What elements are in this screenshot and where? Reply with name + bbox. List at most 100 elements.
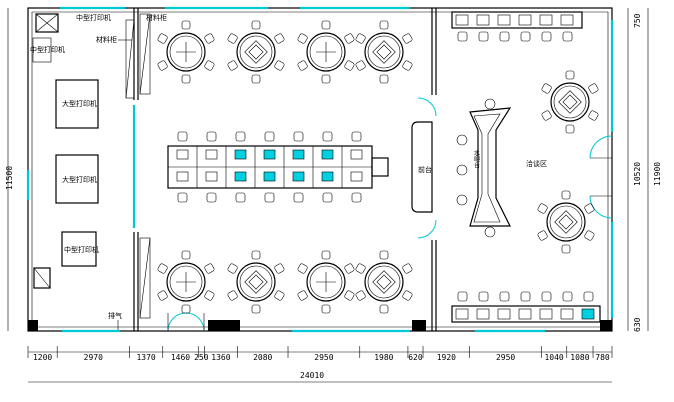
chair (344, 290, 355, 301)
chair (235, 131, 246, 142)
reception-desk (411, 121, 433, 213)
dim-bottom-segment: 2080 (253, 353, 272, 362)
monitor (292, 171, 305, 182)
chair (355, 33, 366, 44)
material-rack-1-label: 材料柜 (146, 13, 167, 22)
chair (227, 33, 238, 44)
dim-bottom-segment: 1200 (33, 353, 52, 362)
monitor (560, 308, 574, 320)
medium-printer-bottom-label: 中型打印机 (64, 245, 99, 254)
monitor (350, 149, 363, 160)
chair (541, 31, 552, 42)
monitor (205, 149, 218, 160)
chair (457, 291, 468, 302)
dim-bottom-segment: 250 (194, 353, 209, 362)
medium-printer-left-label: 中型打印机 (30, 45, 65, 54)
round-table (157, 20, 215, 84)
large-printer-2-label: 大型打印机 (62, 175, 97, 184)
monitor (539, 308, 553, 320)
monitor (476, 14, 490, 26)
monitor (263, 171, 276, 182)
chair (297, 290, 308, 301)
chair (297, 60, 308, 71)
round-table (537, 190, 595, 254)
dim-right-top: 750 (633, 13, 642, 28)
dim-right-mid-b: 11900 (653, 162, 662, 186)
chair (565, 70, 575, 80)
chair (355, 60, 366, 71)
chair (181, 74, 191, 84)
chair (251, 20, 261, 30)
chair (351, 131, 362, 142)
chair (561, 244, 571, 254)
medium-printer-top-label: 中型打印机 (76, 13, 111, 22)
chair (274, 33, 285, 44)
chair (206, 131, 217, 142)
round-table (355, 250, 413, 314)
chair (322, 192, 333, 203)
monitor (350, 171, 363, 182)
round-table (297, 250, 355, 314)
dim-bottom-segment: 2970 (84, 353, 103, 362)
chair (321, 304, 331, 314)
chair (293, 192, 304, 203)
material-racks (118, 13, 151, 319)
chair (204, 33, 215, 44)
round-table (157, 250, 215, 314)
chair (379, 304, 389, 314)
chair (274, 290, 285, 301)
monitor (263, 149, 276, 160)
material-rack-2-label: 材料柜 (96, 35, 117, 44)
chair (322, 131, 333, 142)
dim-bottom-segment: 1460 (171, 353, 190, 362)
chair (293, 131, 304, 142)
monitor (455, 14, 469, 26)
chair (584, 230, 595, 241)
monitor (581, 308, 595, 320)
bench-seating (451, 11, 601, 323)
chair (181, 20, 191, 30)
chair (520, 291, 531, 302)
monitor (518, 14, 532, 26)
chair (478, 291, 489, 302)
dim-bottom-segment: 1040 (544, 353, 563, 362)
dim-left-height: 11500 (5, 166, 14, 190)
chair (321, 20, 331, 30)
windows (26, 6, 614, 333)
monitor (539, 14, 553, 26)
dim-bottom-segment: 620 (408, 353, 423, 362)
monitor (560, 14, 574, 26)
bar-counter (456, 98, 512, 238)
chair (562, 31, 573, 42)
dim-total: 24010 (300, 371, 324, 380)
chair (355, 263, 366, 274)
monitor (497, 308, 511, 320)
dim-right-bottom: 630 (633, 317, 642, 332)
round-tables (157, 20, 599, 314)
chair (457, 31, 468, 42)
chair (344, 263, 355, 274)
chair (181, 304, 191, 314)
chair (297, 263, 308, 274)
outer-walls (27, 7, 613, 332)
chair (541, 83, 552, 94)
dim-bottom-segment: 780 (595, 353, 610, 362)
monitor (455, 308, 469, 320)
chair (402, 60, 413, 71)
long-table (167, 131, 389, 203)
chair (583, 291, 594, 302)
dim-bottom-segment: 1980 (374, 353, 393, 362)
large-printer-1-label: 大型打印机 (62, 99, 97, 108)
dim-bottom-segment: 1080 (570, 353, 589, 362)
dim-bottom-segment: 1360 (211, 353, 230, 362)
chair (177, 131, 188, 142)
chair (177, 192, 188, 203)
chair (402, 33, 413, 44)
chair (541, 291, 552, 302)
chair (227, 263, 238, 274)
chair (355, 290, 366, 301)
dim-bottom-segment: 2950 (496, 353, 515, 362)
monitor (205, 171, 218, 182)
round-table (297, 20, 355, 84)
